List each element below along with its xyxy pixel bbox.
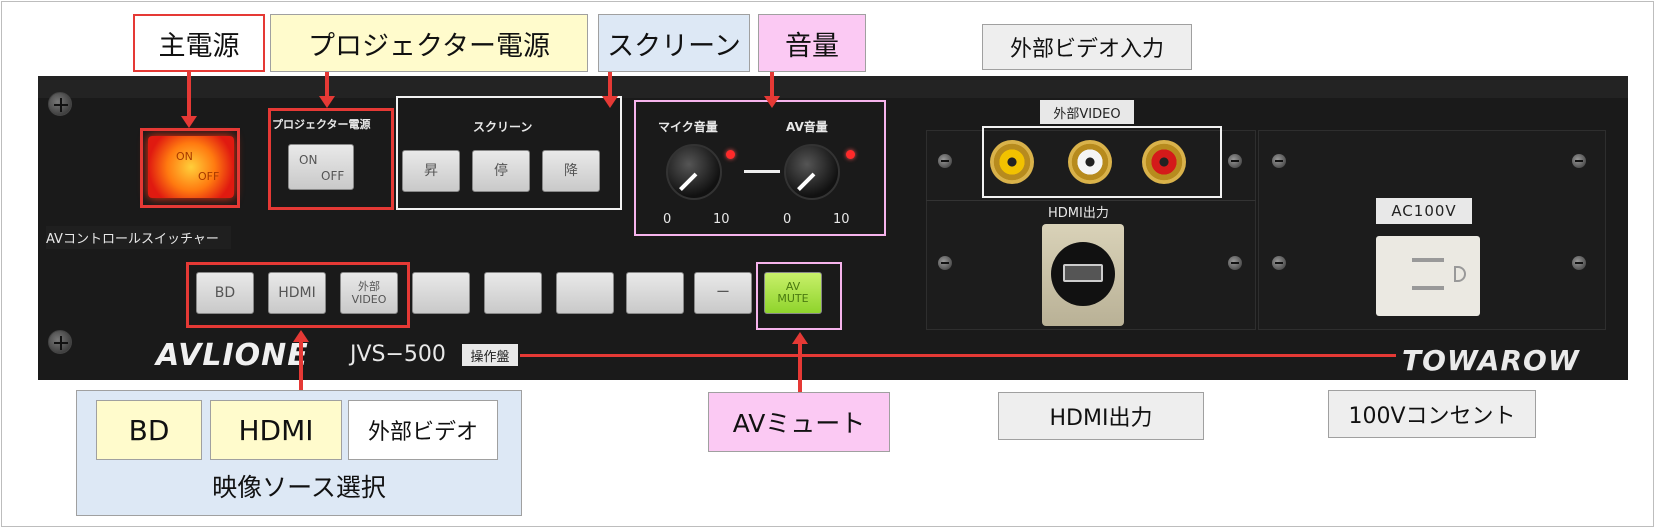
outlet-100v-callout: 100Vコンセント xyxy=(1328,390,1536,438)
outlet-slot xyxy=(1412,286,1444,290)
screen-highlight xyxy=(396,96,622,210)
ac-tag: AC100V xyxy=(1376,198,1472,224)
screw-icon xyxy=(48,330,72,354)
ext-video-highlight xyxy=(982,126,1222,198)
arrow-head-icon xyxy=(792,332,808,344)
projector-power-highlight xyxy=(268,108,394,210)
screw-icon xyxy=(938,256,952,270)
arrow-main-power xyxy=(187,72,191,116)
projector-power-button[interactable]: ON OFF xyxy=(288,144,354,190)
arrow-head-icon xyxy=(319,96,335,108)
brand-red-line xyxy=(520,354,1396,357)
arrow-head-icon xyxy=(764,96,780,108)
volume-callout: 音量 xyxy=(758,14,866,72)
outlet-ground xyxy=(1454,266,1466,282)
rca-audio-white-jack[interactable] xyxy=(1068,140,1112,184)
rca-audio-red-jack[interactable] xyxy=(1142,140,1186,184)
source-bd-callout: BD xyxy=(96,400,202,460)
mic-volume-knob[interactable] xyxy=(666,144,722,200)
maker-logo: TOWAROW xyxy=(1402,344,1580,377)
arrow-projector-power xyxy=(325,72,329,96)
arrow-source-select xyxy=(299,342,303,390)
av-mute-line1: AV xyxy=(785,280,801,293)
brand-logo: AVLIONE xyxy=(156,338,309,373)
hdmi-port-icon xyxy=(1063,264,1103,282)
av-mute-callout: AVミュート xyxy=(708,392,890,452)
mic-scale-min: 0 xyxy=(663,212,672,227)
projector-power-panel-label: プロジェクター電源 xyxy=(272,118,371,131)
screw-icon xyxy=(1272,154,1286,168)
arrow-head-icon xyxy=(602,96,618,108)
screen-down-button[interactable]: 降 xyxy=(542,150,600,192)
outlet-slot xyxy=(1412,258,1444,262)
source-hdmi-callout: HDMI xyxy=(210,400,342,460)
screen-callout: スクリーン xyxy=(598,14,750,72)
screen-panel-label: スクリーン xyxy=(473,120,533,134)
plate-divider xyxy=(926,200,1256,201)
hdmi-output-connector[interactable] xyxy=(1042,224,1124,326)
volume-link-line xyxy=(744,170,780,173)
panel-top-strip xyxy=(38,76,1628,98)
ext-video-line1: 外部 xyxy=(358,280,380,293)
source-external-video-callout: 外部ビデオ xyxy=(348,400,498,460)
source-select-highlight xyxy=(186,262,410,328)
mic-scale-max: 10 xyxy=(713,212,730,227)
source-select-title: 映像ソース選択 xyxy=(212,473,386,502)
mic-volume-label: マイク音量 xyxy=(658,120,718,134)
dash-button[interactable]: ー xyxy=(694,272,752,314)
av-mute-line2: MUTE xyxy=(777,292,809,305)
blank-button[interactable] xyxy=(626,272,684,314)
screw-icon xyxy=(1272,256,1286,270)
hdmi-output-callout: HDMI出力 xyxy=(998,392,1204,440)
screw-icon xyxy=(1572,256,1586,270)
model-name: JVS−500 xyxy=(350,342,446,367)
screw-icon xyxy=(48,92,72,116)
screen-stop-button[interactable]: 停 xyxy=(472,150,530,192)
av-volume-knob[interactable] xyxy=(784,144,840,200)
main-power-switch[interactable]: ON OFF xyxy=(148,136,234,198)
source-bd-button[interactable]: BD xyxy=(196,272,254,314)
mic-indicator-led xyxy=(726,150,735,159)
screw-icon xyxy=(1572,154,1586,168)
screw-icon xyxy=(938,154,952,168)
av-scale-min: 0 xyxy=(783,212,792,227)
rca-video-yellow-jack[interactable] xyxy=(990,140,1034,184)
ext-video-tag: 外部VIDEO xyxy=(1040,100,1134,124)
ext-video-line2: VIDEO xyxy=(351,293,387,306)
av-mute-button[interactable]: AV MUTE xyxy=(764,272,822,314)
source-external-video-button[interactable]: 外部 VIDEO xyxy=(340,272,398,314)
model-suffix-tag: 操作盤 xyxy=(462,344,518,366)
av-volume-label: AV音量 xyxy=(786,120,828,134)
volume-highlight xyxy=(634,100,886,236)
blank-button[interactable] xyxy=(556,272,614,314)
screen-up-button[interactable]: 昇 xyxy=(402,150,460,192)
projector-power-callout: プロジェクター電源 xyxy=(270,14,588,72)
projector-switch-off: OFF xyxy=(321,169,345,183)
switcher-label: AVコントロールスイッチャー xyxy=(46,226,231,249)
av-indicator-led xyxy=(846,150,855,159)
main-power-highlight xyxy=(140,128,240,208)
projector-switch-on: ON xyxy=(299,153,318,167)
arrow-screen xyxy=(608,72,612,96)
hdmi-out-tag: HDMI出力 xyxy=(1048,206,1109,221)
external-video-input-callout: 外部ビデオ入力 xyxy=(982,24,1192,70)
main-power-callout: 主電源 xyxy=(133,14,265,72)
arrow-head-icon xyxy=(293,330,309,342)
av-scale-max: 10 xyxy=(833,212,850,227)
screw-icon xyxy=(1228,256,1242,270)
ac-outlet[interactable] xyxy=(1376,236,1480,316)
av-mute-highlight xyxy=(756,262,842,330)
blank-button[interactable] xyxy=(412,272,470,314)
screw-icon xyxy=(1228,154,1242,168)
source-hdmi-button[interactable]: HDMI xyxy=(268,272,326,314)
main-switch-off: OFF xyxy=(198,170,220,183)
arrow-head-icon xyxy=(181,116,197,128)
blank-button[interactable] xyxy=(484,272,542,314)
arrow-volume xyxy=(770,72,774,96)
main-switch-on: ON xyxy=(176,150,193,163)
arrow-av-mute xyxy=(798,344,802,392)
